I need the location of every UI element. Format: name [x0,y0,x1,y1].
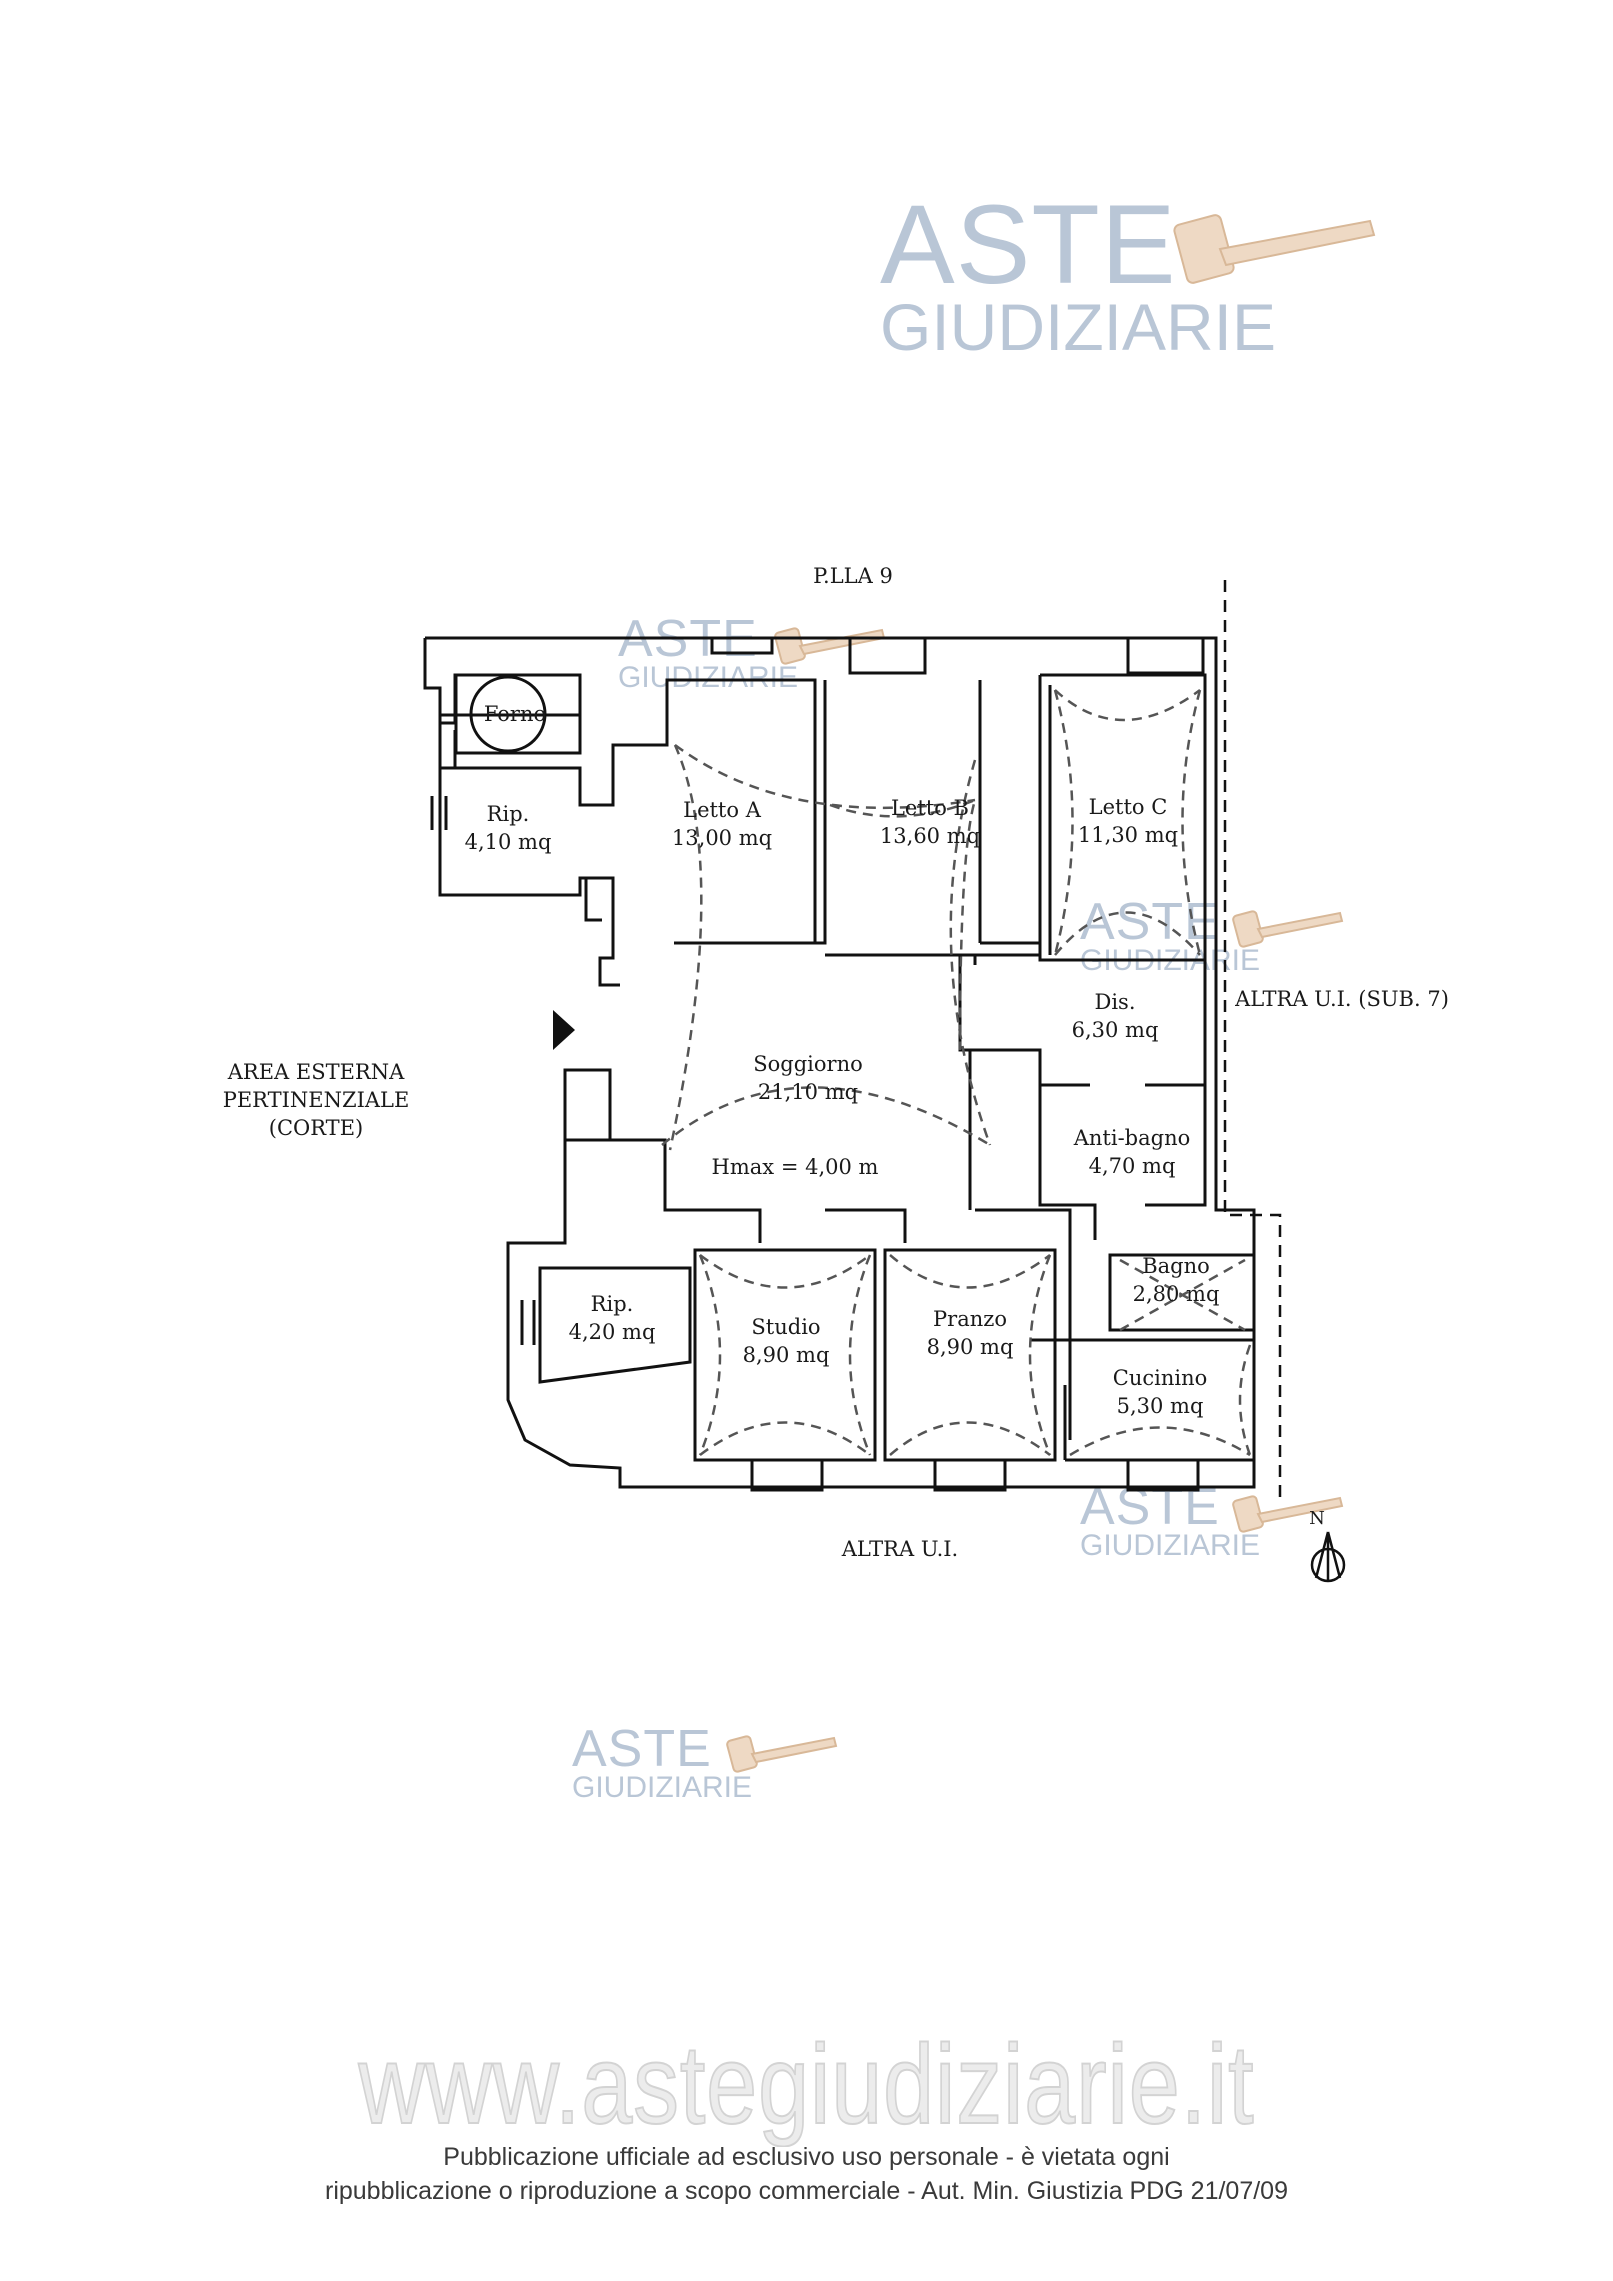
watermark-logo-top: ASTE GIUDIZIARIE [880,182,1277,364]
property-line [1223,580,1282,1500]
oven-box [454,673,582,755]
watermark-line2: GIUDIZIARIE [572,1771,753,1804]
north-arrow-icon [1310,1531,1346,1583]
watermark-line2: GIUDIZIARIE [618,661,799,694]
soggiorno-walls [563,1050,1072,1440]
watermark-logo-lower: ASTE GIUDIZIARIE [572,1720,753,1804]
room-area: 11,30 mq [1077,823,1179,847]
room-area: 4,70 mq [1088,1154,1176,1178]
room-area: 4,20 mq [568,1320,656,1344]
room-name: Anti-bagno [1073,1126,1191,1150]
entrance-arrow-icon [553,1010,575,1050]
watermark-line2: GIUDIZIARIE [1080,1529,1261,1562]
gavel-icon [1232,910,1344,948]
neighbor-bottom-label: ALTRA U.I. [841,1537,959,1561]
room-name: Studio [751,1315,821,1339]
neighbor-right-label: ALTRA U.I. (SUB. 7) [1235,987,1449,1011]
window-bottom-3 [1126,1458,1200,1492]
door-swings [661,688,1252,1457]
room-area: 13,60 mq [879,824,981,848]
notice-line1: Pubblicazione ufficiale ad esclusivo uso… [443,2143,1170,2171]
height-note: Hmax = 4,00 m [711,1155,879,1179]
room-name: Soggiorno [753,1052,863,1076]
rip-lower-box [538,1266,692,1384]
room-dis: Dis. 6,30 mq [1072,988,1159,1044]
gavel-icon [726,1735,838,1773]
room-area: 8,90 mq [742,1343,830,1367]
gavel-icon [1232,1495,1344,1533]
room-cucinino: Cucinino 5,30 mq [1113,1364,1207,1420]
room-name: Letto B [890,796,969,820]
window-top-1 [710,636,774,655]
oven-label: Forno [483,702,547,726]
room-soggiorno: Soggiorno 21,10 mq [753,1050,862,1106]
room-name: Rip. [486,802,530,826]
room-anti-bagno: Anti-bagno 4,70 mq [1074,1124,1191,1180]
dis-walls [1000,960,1207,1240]
room-name: Letto C [1088,795,1168,819]
watermark-line1: ASTE [880,182,1177,307]
room-name: Dis. [1094,990,1136,1014]
room-pranzo: Pranzo 8,90 mq [927,1305,1014,1361]
bagno-walls [1108,1253,1256,1332]
gavel-icon [1173,214,1376,284]
room-name: Bagno [1142,1254,1210,1278]
oven-circle [469,675,547,753]
exterior-area-line1: AREA ESTERNA [227,1060,405,1084]
room-area: 5,30 mq [1116,1394,1204,1418]
room-letto-c: Letto C 11,30 mq [1078,793,1178,849]
room-bagno: Bagno 2,80 mq [1133,1252,1220,1308]
room-letto-b: Letto B 13,60 mq [880,794,980,850]
room-rip-lower: Rip. 4,20 mq [569,1290,656,1346]
room-area: 6,30 mq [1071,1018,1159,1042]
exterior-area-label: AREA ESTERNA PERTINENZIALE (CORTE) [223,1058,410,1142]
room-studio: Studio 8,90 mq [743,1313,830,1369]
letto-walls [675,680,1042,1052]
room-area: 13,00 mq [671,826,773,850]
window-top-3 [1126,636,1205,675]
room-name: Rip. [590,1292,634,1316]
watermark-line1: ASTE [1080,893,1220,951]
site-watermark-url: www.astegiudiziarie.it [358,2021,1255,2148]
watermark-line2: GIUDIZIARIE [880,290,1277,364]
notice-line2: ripubblicazione o riproduzione a scopo c… [325,2177,1288,2205]
window-top-2 [848,636,927,675]
exterior-area-line2: PERTINENZIALE [222,1088,410,1112]
room-area: 4,10 mq [464,830,552,854]
room-name: Letto A [683,798,761,822]
room-area: 8,90 mq [926,1335,1014,1359]
room-rip-top: Rip. 4,10 mq [465,800,552,856]
room-letto-a: Letto A 13,00 mq [672,796,772,852]
neighbor-top-label: P.LLA 9 [813,564,893,588]
room-name: Pranzo [933,1307,1007,1331]
window-bottom-1 [750,1458,824,1492]
watermark-line1: ASTE [572,1720,712,1778]
room-area: 2,80 mq [1132,1282,1220,1306]
exterior-area-line3: (CORTE) [268,1116,364,1140]
window-bottom-2 [933,1458,1007,1492]
publication-notice: Pubblicazione ufficiale ad esclusivo uso… [0,2140,1613,2208]
north-label: N [1309,1508,1325,1529]
room-area: 21,10 mq [757,1080,859,1104]
room-name: Cucinino [1112,1366,1208,1390]
watermark-logo-plan-bottom: ASTE GIUDIZIARIE [1080,1481,1261,1562]
